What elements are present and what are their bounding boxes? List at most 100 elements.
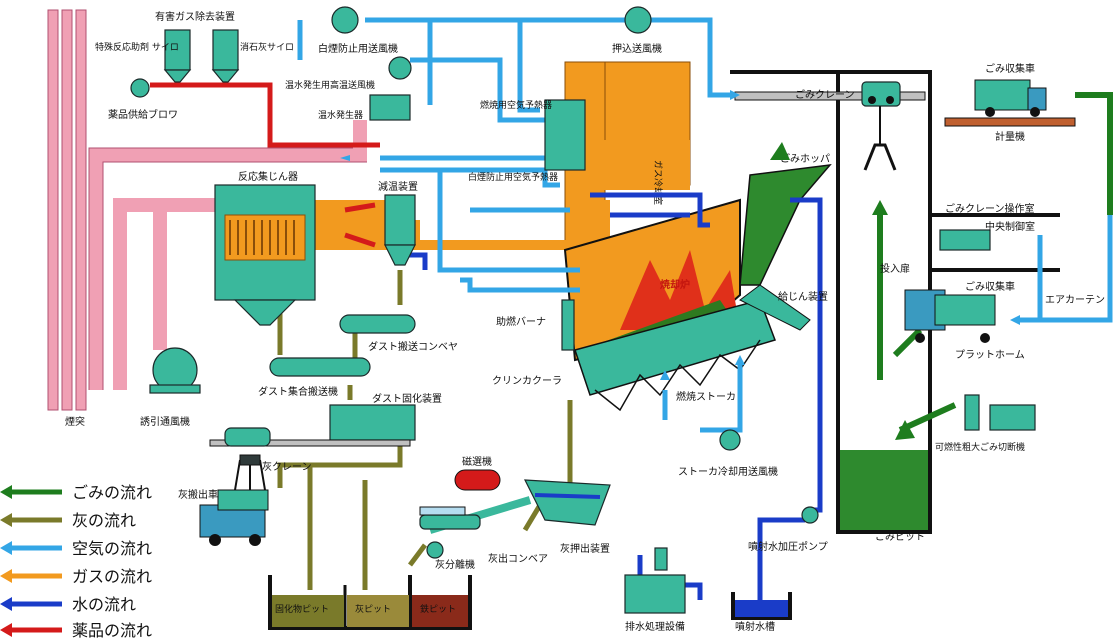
hot-water-blower-label: 温水発生用高温送風機: [285, 79, 375, 91]
refuse-hopper: [739, 164, 832, 331]
ash-pit-label: 灰ピット: [355, 603, 391, 615]
spray-tank-label: 噴射水槽: [735, 620, 775, 633]
magnetic-separator: 磁選機: [419, 455, 501, 516]
cooling-tower: 減温装置: [378, 180, 418, 266]
stoker-cooling-fan: ストーカ冷却用送風機: [678, 429, 778, 478]
platform-label: プラットホーム: [955, 349, 1025, 361]
ash-extractor: 灰押出装置: [523, 479, 611, 555]
refuse-truck2-label: ごみ収集車: [965, 280, 1015, 293]
dump-door-label: 投入扉: [880, 262, 910, 275]
ash-separator: 灰分離機: [419, 514, 481, 571]
gas-removal-label: 有害ガス除去装置: [155, 10, 235, 23]
gas-cooling-chamber-label: ガス冷却室: [652, 160, 664, 205]
chimney-label: 煙突: [65, 415, 85, 428]
combustion-stoker: [574, 299, 776, 412]
white-smoke-blower-label: 白煙防止用送風機: [318, 42, 398, 55]
white-smoke-air-preheater-label: 白煙防止用空気予熱器: [468, 171, 558, 183]
ash-truck: 灰搬出車: [178, 488, 269, 546]
dust-collector-conveyor: ダスト集合搬送機: [258, 357, 371, 398]
air-flow-lines: [297, 17, 1113, 433]
bulky-crusher-label: 可燃性粗大ごみ切断機: [935, 441, 1025, 453]
legend-item: 空気の流れ: [0, 539, 152, 558]
ash-conveyor-label: 灰出コンベア: [488, 552, 548, 565]
spray-tank: 噴射水槽: [731, 592, 792, 633]
induced-fan: 煙突 誘引通風機: [65, 347, 201, 428]
spray-pump-label: 噴射水加圧ポンプ: [748, 541, 828, 553]
ash-crane: 灰クレーン: [209, 427, 411, 491]
dust-solidifier: ダスト固化装置: [329, 392, 442, 441]
control-room: ごみクレーン操作室 中央制御室 投入扉: [880, 202, 1035, 275]
forced-draft-fan-label: 押込送風機: [612, 42, 662, 55]
cooling-tower-label: 減温装置: [378, 180, 418, 193]
flue-duct: [89, 120, 367, 390]
wastewater-label: 排水処理設備: [625, 620, 685, 633]
legend: ごみの流れ 灰の流れ 空気の流れ ガスの流れ 水の流れ 薬品の流れ: [0, 483, 152, 640]
dust-conveyor: ダスト搬送コンベヤ: [339, 314, 458, 353]
crane-control-label: ごみクレーン操作室: [945, 202, 1035, 215]
spray-pump: 噴射水加圧ポンプ: [748, 506, 828, 553]
refuse-crane-label: ごみクレーン: [795, 88, 855, 101]
ash-separator-label: 灰分離機: [435, 558, 475, 571]
scale-label: 計量機: [995, 130, 1025, 143]
ash-truck-label: 灰搬出車: [178, 488, 218, 501]
legend-item: 水の流れ: [0, 595, 136, 614]
solidified-pit-label: 固化物ピット: [275, 603, 329, 615]
auxiliary-burner-label: 助燃バーナ: [496, 315, 546, 328]
forced-draft-fan: 押込送風機: [612, 6, 662, 55]
refuse-truck-platform: ごみ収集車 エアカーテン プラットホーム: [904, 280, 1105, 361]
ash-flow-lines: [277, 270, 573, 590]
ash-pits: 固化物ピット 灰ピット 鉄ピット: [268, 575, 472, 630]
legend-label: 空気の流れ: [72, 539, 152, 558]
refuse-pit-label: ごみピット: [875, 530, 925, 543]
legend-item: 灰の流れ: [0, 511, 136, 530]
combustion-air-preheater-label: 燃焼用空気予熱器: [480, 99, 552, 111]
clinker-cooler-label: クリンカクーラ: [492, 375, 562, 387]
dust-collector-conveyor-label: ダスト集合搬送機: [258, 385, 338, 398]
wastewater-treatment: 排水処理設備: [624, 547, 686, 633]
legend-label: 灰の流れ: [72, 511, 136, 530]
refuse-pit: [730, 70, 1060, 534]
refuse-hopper-label: ごみホッパ: [780, 152, 830, 165]
metal-pit-label: 鉄ピット: [420, 603, 456, 615]
hot-water-generator-label: 温水発生器: [318, 109, 363, 121]
magnetic-separator-label: 磁選機: [462, 455, 492, 468]
refuse-flow-lines: [877, 92, 1113, 433]
chimney: [47, 9, 87, 411]
slaked-lime-silo-label: 消石灰サイロ: [240, 41, 294, 53]
bag-filter-label: 反応集じん器: [238, 170, 298, 183]
air-curtain-label: エアカーテン: [1045, 294, 1105, 306]
legend-item: ごみの流れ: [0, 483, 152, 502]
bag-filter: 反応集じん器: [214, 170, 316, 326]
combustion-stoker-label: 燃焼ストーカ: [676, 390, 736, 403]
hot-water-blower: 温水発生用高温送風機: [285, 56, 412, 91]
induced-fan-label: 誘引通風機: [140, 415, 190, 428]
legend-label: ごみの流れ: [72, 483, 152, 502]
white-smoke-blower: 白煙防止用送風機: [318, 6, 398, 55]
air-arrows: [340, 90, 1020, 380]
stoker-cooling-fan-label: ストーカ冷却用送風機: [678, 465, 778, 478]
hot-water-generator: 温水発生器: [318, 94, 411, 121]
central-control-label: 中央制御室: [985, 220, 1035, 233]
ash-extractor-label: 灰押出装置: [560, 542, 610, 555]
chemical-blower-label: 薬品供給ブロワ: [108, 108, 178, 121]
dust-conveyor-label: ダスト搬送コンベヤ: [368, 340, 458, 353]
incinerator-label: 焼却炉: [660, 278, 690, 291]
silos: 有害ガス除去装置 特殊反応助剤 サイロ 消石灰サイロ: [95, 10, 294, 83]
dust-solidifier-label: ダスト固化装置: [372, 392, 442, 405]
refuse-truck-label: ごみ収集車: [985, 62, 1035, 75]
bulky-crusher: 可燃性粗大ごみ切断機: [935, 394, 1036, 453]
legend-label: ガスの流れ: [72, 567, 152, 586]
legend-label: 薬品の流れ: [72, 621, 152, 640]
refuse-crane: ごみクレーン: [734, 81, 926, 171]
ash-dust-device-label: 給じん装置: [778, 290, 828, 303]
auxiliary-burner: 助燃バーナ: [496, 299, 575, 351]
air-preheaters: 燃焼用空気予熱器 白煙防止用空気予熱器: [468, 99, 586, 183]
refuse-truck: ごみ収集車 計量機: [944, 62, 1076, 143]
legend-item: ガスの流れ: [0, 567, 152, 586]
ash-crane-label: 灰クレーン: [262, 460, 312, 473]
clinker-cooler: クリンカクーラ: [492, 375, 562, 387]
legend-item: 薬品の流れ: [0, 621, 152, 640]
legend-label: 水の流れ: [72, 595, 136, 614]
special-reaction-silo-label: 特殊反応助剤 サイロ: [95, 41, 179, 53]
